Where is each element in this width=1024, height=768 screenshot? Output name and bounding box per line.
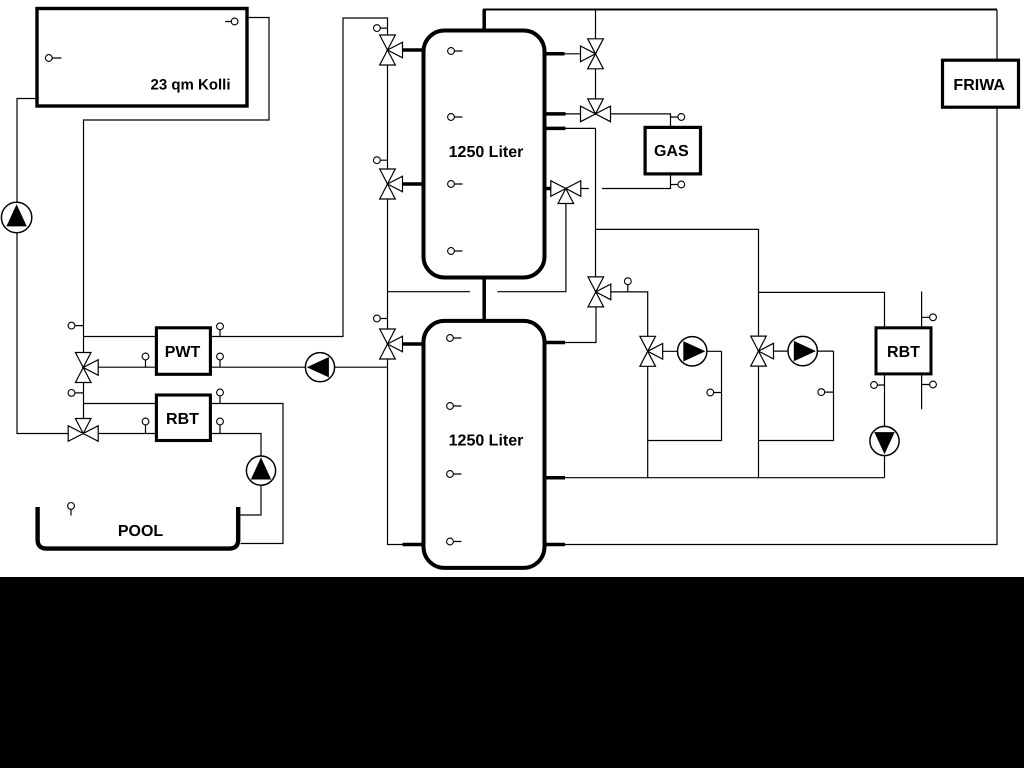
svg-text:PWT: PWT — [165, 344, 201, 361]
svg-text:1250 Liter: 1250 Liter — [449, 144, 524, 161]
svg-text:POOL: POOL — [118, 523, 164, 540]
svg-text:GAS: GAS — [654, 143, 689, 160]
svg-text:RBT: RBT — [887, 344, 920, 361]
svg-text:23 qm Kolli: 23 qm Kolli — [150, 77, 230, 94]
svg-text:FRIWA: FRIWA — [953, 77, 1005, 94]
svg-text:RBT: RBT — [166, 411, 199, 428]
svg-text:1250 Liter: 1250 Liter — [449, 433, 524, 450]
